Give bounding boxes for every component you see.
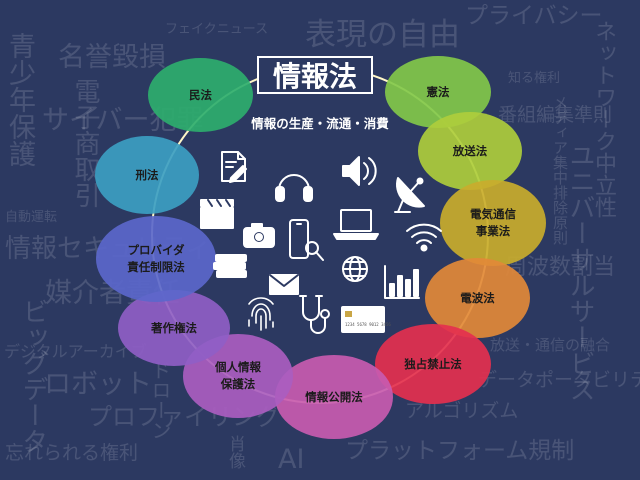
bg-word: ドローン <box>148 360 172 440</box>
bg-word: ユニバーサルサービス <box>565 142 595 402</box>
law-ellipse-civil-law[interactable]: 民法 <box>148 58 253 132</box>
bg-word: ビッグデータ <box>18 298 48 454</box>
law-label: 放送法 <box>452 143 488 158</box>
headphones-icon <box>275 174 313 202</box>
card-number: 1234 5678 9012 3456 <box>345 322 391 327</box>
bg-word: 番組編集準則 <box>498 104 613 126</box>
law-ellipse-antimonopoly-act[interactable]: 独占禁止法 <box>375 324 491 404</box>
bg-word: データポータビリティ <box>478 369 640 391</box>
law-label: 民法 <box>189 87 212 102</box>
diagram-title: 情報法 <box>257 56 373 94</box>
law-ellipse-information-disclosure-act[interactable]: 情報公開法 <box>275 355 393 439</box>
law-ellipse-constitution[interactable]: 憲法 <box>385 56 491 128</box>
law-label: 電波法 <box>460 290 495 305</box>
bar-chart-icon <box>384 265 420 299</box>
bg-word: 知る権利 <box>508 71 561 86</box>
law-label: 憲法 <box>426 84 450 99</box>
speaker-icon <box>342 156 377 186</box>
law-label: 著作権法 <box>151 320 197 335</box>
camera-icon <box>243 223 275 248</box>
books-icon <box>213 254 247 278</box>
stethoscope-icon <box>299 295 330 334</box>
law-label: 情報公開法 <box>305 389 363 404</box>
law-ellipse-copyright-act[interactable]: 著作権法 <box>118 290 230 366</box>
bg-word: 周波数割当 <box>505 255 616 280</box>
bg-word: 忘れられる権利 <box>5 442 139 464</box>
bg-word: 放送・通信の融合 <box>490 336 611 354</box>
law-label: 刑法 <box>135 167 159 182</box>
bg-word: ネットワーク中立性 <box>591 20 616 218</box>
law-ellipse-telecom-business-act[interactable]: 電気通信 事業法 <box>440 180 546 266</box>
bg-word: 表現の自由 <box>305 17 460 53</box>
document-edit-icon <box>221 151 247 183</box>
envelope-icon <box>269 274 299 295</box>
fingerprint-icon <box>248 297 274 331</box>
law-ellipse-penal-code[interactable]: 刑法 <box>95 136 199 214</box>
bg-word: デジタルアーカイブ <box>4 342 147 361</box>
law-label: 独占禁止法 <box>404 356 462 371</box>
wifi-icon <box>406 223 442 252</box>
diagram-subtitle: 情報の生産・流通・消費 <box>251 116 389 131</box>
law-label: プロバイダ 責任制限法 <box>127 243 185 274</box>
satellite-dish-icon <box>394 177 425 213</box>
bg-word: 電子商取引 <box>70 78 100 208</box>
law-ellipse-provider-liability-act[interactable]: プロバイダ 責任制限法 <box>96 216 216 302</box>
bg-word: 自動運転 <box>5 210 58 225</box>
law-label: 個人情報 保護法 <box>215 360 261 391</box>
bg-word: ロボット <box>44 369 152 400</box>
credit-card-icon: 1234 5678 9012 3456 <box>341 306 391 333</box>
bg-word: アルゴリズム <box>405 400 519 422</box>
bg-word: プラットフォーム規制 <box>345 438 575 464</box>
bg-word: 青少年保護 <box>4 32 35 167</box>
bg-word: AI <box>278 444 305 475</box>
clapperboard-icon <box>200 199 234 229</box>
bg-word: プライバシー <box>465 3 603 29</box>
law-label: 電気通信 事業法 <box>470 207 516 238</box>
bg-word: 肖像 <box>225 435 245 469</box>
bg-word: 名誉毀損 <box>58 42 166 73</box>
bg-word: メディア集中排除原則 <box>551 95 569 245</box>
laptop-icon <box>333 209 379 240</box>
law-ellipse-broadcast-act[interactable]: 放送法 <box>418 112 522 190</box>
bg-word: フェイクニュース <box>165 22 269 37</box>
smartphone-search-icon <box>289 219 324 261</box>
globe-icon <box>342 256 368 282</box>
